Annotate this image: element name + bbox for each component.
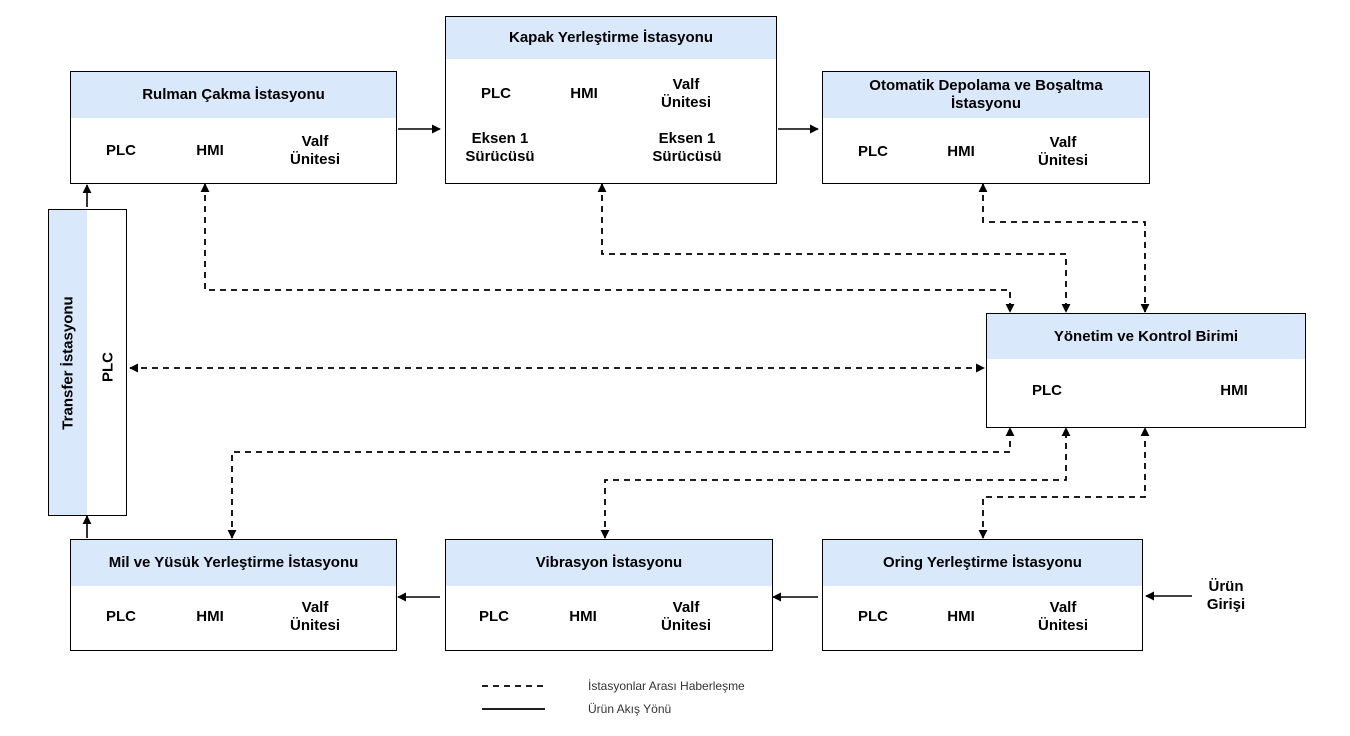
station-otomatik: Otomatik Depolama ve Boşaltma İstasyonu …	[822, 71, 1150, 184]
rulman-valf: Valf Ünitesi	[289, 133, 341, 168]
oring-valf: Valf Ünitesi	[1037, 599, 1089, 634]
comm-link-oring	[978, 427, 1150, 539]
mil-hmi: HMI	[196, 608, 224, 625]
yonetim-plc: PLC	[1032, 382, 1062, 399]
station-oring: Oring Yerleştirme İstasyonu PLC HMI Valf…	[822, 539, 1143, 651]
yonetim-hmi: HMI	[1220, 382, 1248, 399]
kapak-plc: PLC	[481, 85, 511, 102]
vibrasyon-plc: PLC	[479, 608, 509, 625]
comm-link-rulman	[200, 183, 1015, 313]
oring-hmi: HMI	[947, 608, 975, 625]
otomatik-plc: PLC	[858, 143, 888, 160]
kapak-valf: Valf Ünitesi	[660, 76, 712, 111]
station-mil: Mil ve Yüsük Yerleştirme İstasyonu PLC H…	[70, 539, 397, 651]
station-kapak-title: Kapak Yerleştirme İstasyonu	[446, 17, 776, 59]
station-otomatik-title: Otomatik Depolama ve Boşaltma İstasyonu	[823, 72, 1149, 118]
station-rulman: Rulman Çakma İstasyonu PLC HMI Valf Ünit…	[70, 71, 397, 184]
vibrasyon-hmi: HMI	[569, 608, 597, 625]
station-oring-title: Oring Yerleştirme İstasyonu	[823, 540, 1142, 586]
comm-link-vibrasyon	[600, 427, 1071, 539]
otomatik-valf: Valf Ünitesi	[1037, 134, 1089, 169]
product-input-label: Ürün Girişi	[1206, 578, 1246, 613]
station-transfer-title-bar	[49, 210, 87, 515]
kapak-hmi: HMI	[570, 85, 598, 102]
oring-plc: PLC	[858, 608, 888, 625]
rulman-hmi: HMI	[196, 142, 224, 159]
mil-valf: Valf Ünitesi	[289, 599, 341, 634]
station-vibrasyon-title: Vibrasyon İstasyonu	[446, 540, 772, 586]
legend-dashed-label: İstasyonlar Arası Haberleşme	[588, 679, 745, 693]
comm-link-otomatik	[978, 183, 1150, 313]
comm-link-mil	[227, 427, 1015, 539]
station-yonetim-title: Yönetim ve Kontrol Birimi	[987, 314, 1305, 359]
station-vibrasyon: Vibrasyon İstasyonu PLC HMI Valf Ünitesi	[445, 539, 773, 651]
mil-plc: PLC	[106, 608, 136, 625]
rulman-plc: PLC	[106, 142, 136, 159]
comm-link-kapak	[597, 183, 1071, 313]
station-transfer: Transfer İstasyonu PLC	[48, 209, 127, 516]
kapak-eksen-left: Eksen 1 Sürücüsü	[465, 130, 535, 165]
station-transfer-title: Transfer İstasyonu	[59, 296, 77, 430]
legend-solid-label: Ürün Akış Yönü	[588, 702, 672, 716]
station-yonetim: Yönetim ve Kontrol Birimi PLC HMI	[986, 313, 1306, 428]
kapak-eksen-right: Eksen 1 Sürücüsü	[652, 130, 722, 165]
transfer-plc: PLC	[99, 352, 117, 382]
station-mil-title: Mil ve Yüsük Yerleştirme İstasyonu	[71, 540, 396, 586]
vibrasyon-valf: Valf Ünitesi	[660, 599, 712, 634]
station-kapak: Kapak Yerleştirme İstasyonu PLC HMI Valf…	[445, 16, 777, 184]
otomatik-hmi: HMI	[947, 143, 975, 160]
station-rulman-title: Rulman Çakma İstasyonu	[71, 72, 396, 118]
